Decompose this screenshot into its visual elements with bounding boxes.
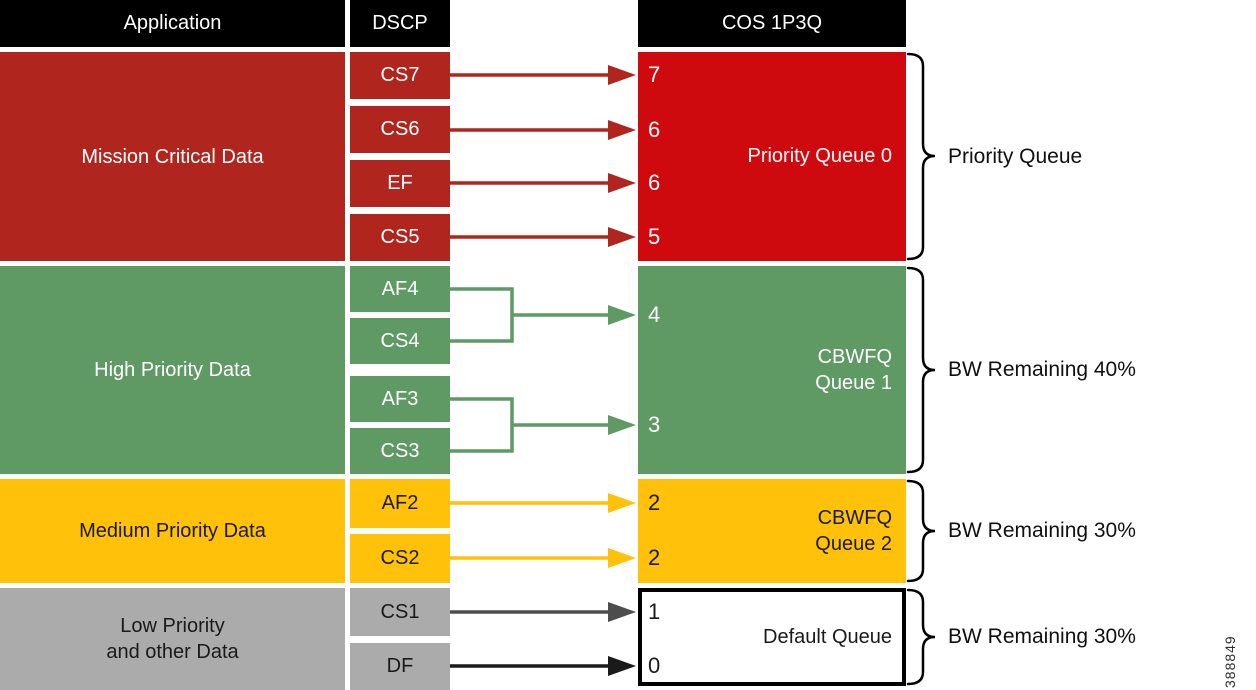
queue-box-cbwfq-1 [638,266,906,474]
queue-box-cbwfq-2 [638,479,906,583]
queue-label-cbwfq-2: CBWFQ Queue 2 [815,505,892,557]
application-box-low-priority-line1: Low Priority [120,615,225,637]
dscp-cell-af4: AF4 [350,266,450,312]
cos-number-2a: 2 [648,490,661,515]
application-box-low-priority: Low Priority and other Data [0,588,345,690]
queue-label-cbwfq-2-line2: Queue 2 [815,533,892,555]
dscp-cell-cs6: CS6 [350,106,450,153]
cos-column-header: COS 1P3Q [638,0,906,47]
queue-box-priority-0 [638,52,906,261]
cos-number-1: 1 [648,599,661,624]
queue-box-default [638,588,906,686]
connector-af4-cs4 [450,287,636,343]
queue-label-cbwfq-1-line2: Queue 1 [815,372,892,394]
queue-label-cbwfq-1: CBWFQ Queue 1 [815,344,892,396]
brace-label-priority-queue: Priority Queue [948,145,1083,168]
brace-bw-remaining-40 [906,266,936,474]
application-box-low-priority-line2: and other Data [106,641,239,663]
connector-af3-cs3 [450,397,636,453]
arrow-cs1-to-1 [450,602,636,622]
dscp-cell-cs5: CS5 [350,214,450,261]
cos-number-5: 5 [648,224,661,249]
cos-number-6b: 6 [648,170,661,195]
dscp-cell-af2: AF2 [350,479,450,528]
brace-label-bw-remaining-40: BW Remaining 40% [948,358,1136,381]
application-box-high-priority: High Priority Data [0,266,345,474]
brace-bw-remaining-30a [906,479,936,583]
dscp-cell-cs3: CS3 [350,428,450,474]
arrow-ef-to-6 [450,173,636,193]
dscp-cell-df: DF [350,643,450,690]
application-column-header: Application [0,0,345,47]
brace-label-bw-remaining-30b: BW Remaining 30% [948,625,1136,648]
dscp-column-header: DSCP [350,0,450,47]
dscp-cell-cs4: CS4 [350,318,450,364]
dscp-cell-cs1: CS1 [350,588,450,636]
cos-number-4: 4 [648,302,661,327]
queue-label-priority-0: Priority Queue 0 [747,145,892,167]
arrow-cs5-to-5 [450,227,636,247]
figure-number: 388849 [1222,635,1238,688]
arrow-af2-to-2 [450,493,636,513]
queue-label-default: Default Queue [763,626,892,648]
cos-number-6a: 6 [648,117,661,142]
dscp-cell-ef: EF [350,160,450,207]
arrow-cs2-to-2 [450,548,636,568]
queue-label-cbwfq-1-line1: CBWFQ [817,346,892,368]
cos-number-3: 3 [648,412,661,437]
brace-priority-queue [906,52,936,261]
application-box-medium-priority: Medium Priority Data [0,479,345,583]
arrow-cs6-to-6 [450,120,636,140]
cos-number-2b: 2 [648,545,661,570]
arrow-cs7-to-7 [450,65,636,85]
brace-bw-remaining-30b [906,588,936,686]
queue-label-cbwfq-2-line1: CBWFQ [817,507,892,529]
cos-number-0: 0 [648,653,661,678]
brace-label-bw-remaining-30a: BW Remaining 30% [948,519,1136,542]
cos-number-7: 7 [648,62,661,87]
application-box-mission-critical: Mission Critical Data [0,52,345,261]
dscp-cell-cs7: CS7 [350,52,450,99]
dscp-cell-af3: AF3 [350,376,450,422]
arrow-df-to-0 [450,656,636,676]
dscp-cell-cs2: CS2 [350,534,450,583]
